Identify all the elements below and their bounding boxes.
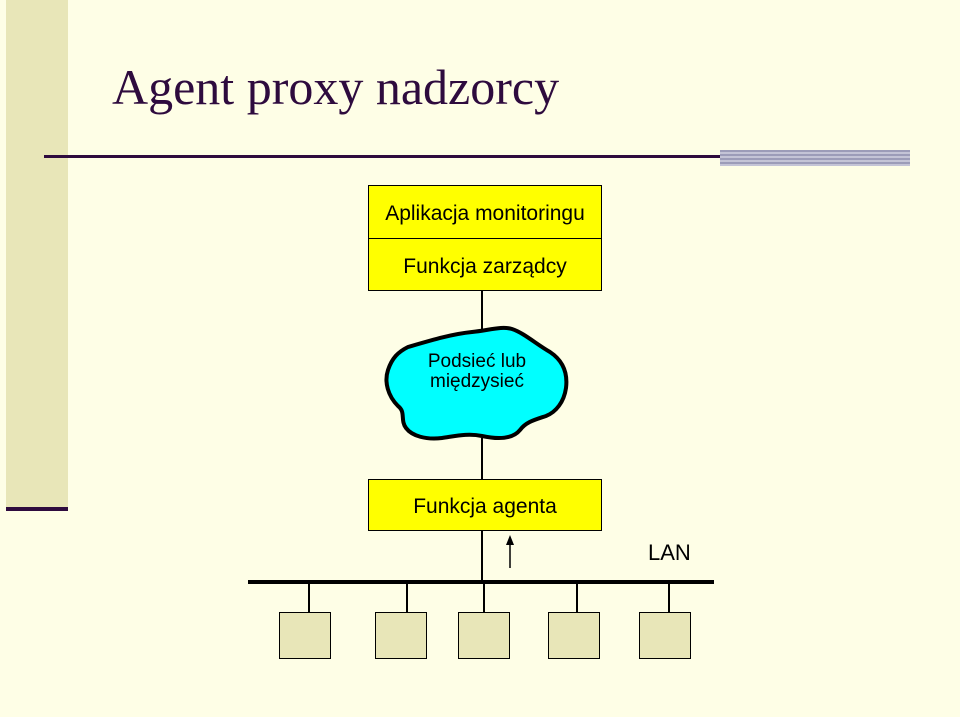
lan-node-2 (375, 612, 427, 659)
title-underline-accent (720, 150, 910, 166)
lan-label: LAN (648, 540, 691, 565)
network-cloud-shape (384, 325, 569, 441)
manager-function-box: Funkcja zarządcy (368, 238, 602, 291)
lan-drop-3 (483, 584, 485, 612)
manager-to-network-connector (481, 291, 483, 331)
lan-drop-5 (668, 584, 670, 612)
lan-node-1 (279, 612, 331, 659)
lan-node-5 (639, 612, 691, 659)
lan-drop-1 (308, 584, 310, 612)
agent-function-box: Funkcja agenta (368, 479, 602, 531)
lan-drop-4 (576, 584, 578, 612)
lan-node-4 (548, 612, 600, 659)
monitoring-app-label: Aplikacja monitoringu (385, 202, 585, 225)
manager-function-label: Funkcja zarządcy (403, 254, 567, 278)
lan-drop-2 (406, 584, 408, 612)
slide-title: Agent proxy nadzorcy (112, 59, 560, 115)
side-decoration-bar (6, 0, 68, 510)
network-to-agent-connector (481, 438, 483, 479)
monitoring-app-box: Aplikacja monitoringu (368, 185, 602, 239)
agent-function-label: Funkcja agenta (413, 495, 557, 518)
network-cloud-label: Podsieć lub międzysieć (390, 352, 564, 392)
side-decoration-line (6, 507, 68, 511)
lan-bus (248, 580, 714, 584)
agent-to-lan-connector (481, 530, 483, 582)
lan-node-3 (458, 612, 510, 659)
network-cloud-line2: międzysieć (430, 370, 524, 392)
up-arrow-head (506, 535, 514, 545)
network-cloud-line1: Podsieć lub (427, 351, 527, 372)
title-underline (44, 155, 910, 158)
